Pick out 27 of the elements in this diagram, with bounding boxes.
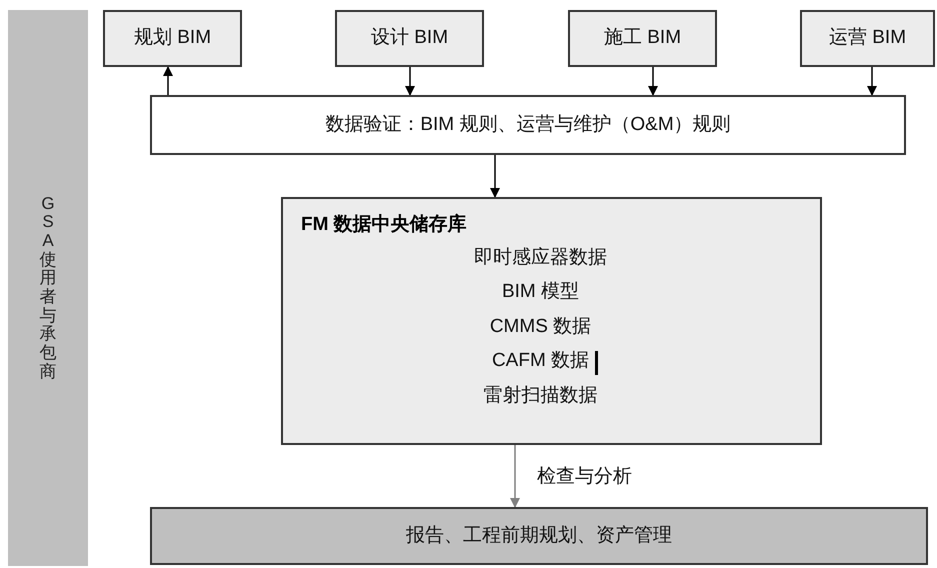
box-label: 施工 BIM (604, 26, 682, 50)
source-box (103, 10, 242, 67)
data-item: CMMS 数据 (490, 316, 592, 336)
arrow (648, 67, 658, 96)
box-label: 设计 BIM (370, 26, 448, 50)
data-item: 雷射扫描数据 (484, 384, 598, 406)
repository-box (281, 197, 822, 445)
data-item: 即时感应器数据 (474, 246, 607, 268)
source-box (568, 10, 717, 67)
arrow (867, 67, 877, 96)
source-box (800, 10, 935, 67)
box-label: 报告、工程前期规划、资产管理 (406, 524, 672, 548)
source-box (335, 10, 484, 67)
side-band (8, 10, 88, 566)
repository-title: FM 数据中央储存库 (301, 212, 467, 237)
box-label: 运营 BIM (828, 26, 906, 50)
arrow (163, 66, 173, 95)
data-item: BIM 模型 (502, 281, 580, 302)
arrow (510, 445, 520, 508)
side-band-label: GSA 使用者与承包商 (40, 194, 56, 382)
box-label: 规划 BIM (134, 26, 212, 50)
arrow (405, 67, 415, 96)
box-label: 数据验证：BIM 规则、运营与维护（O&M）规则 (325, 112, 731, 137)
output-box (150, 507, 928, 565)
data-item: CAFM 数据 (492, 350, 590, 371)
validation-box (150, 95, 906, 155)
arrow (490, 155, 500, 198)
